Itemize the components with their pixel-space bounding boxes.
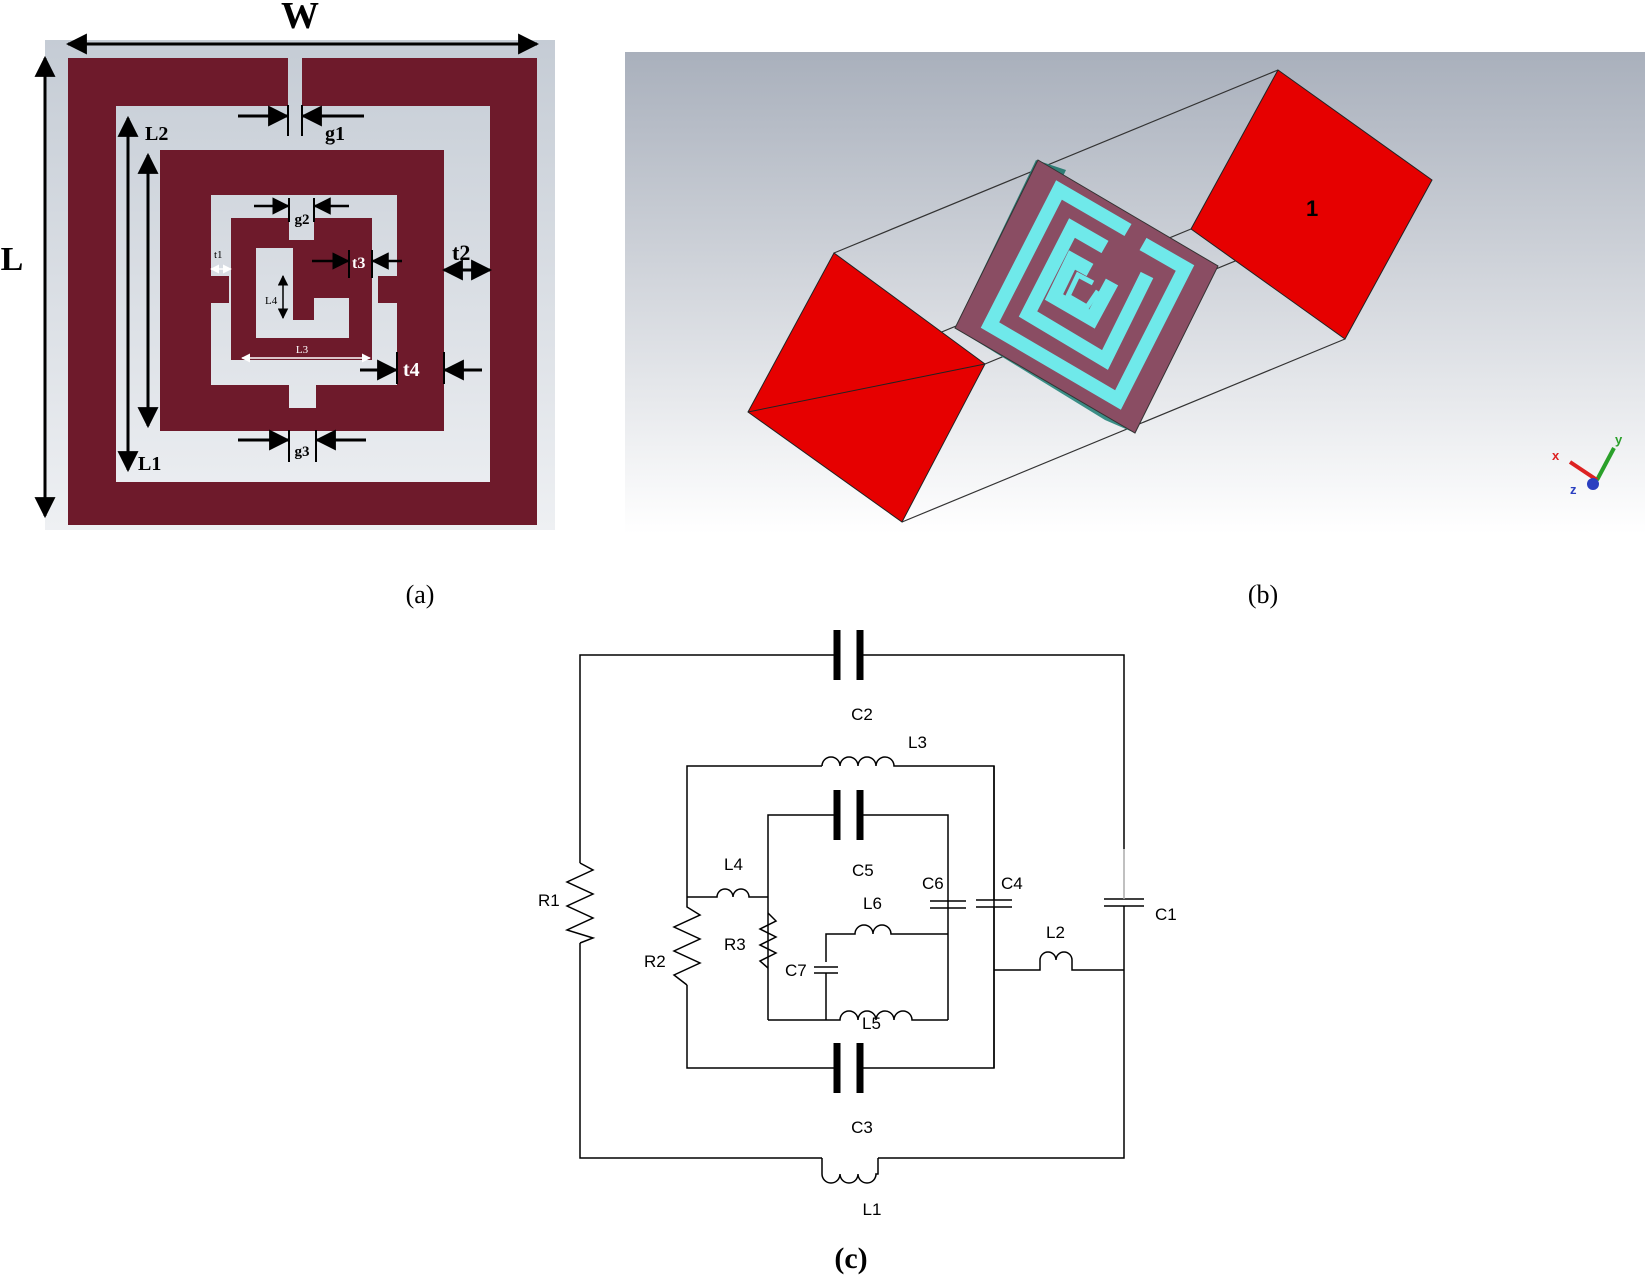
dim-label-t3: t3: [352, 255, 365, 272]
axis-triad: y x z: [1552, 432, 1623, 497]
label-c3: C3: [851, 1118, 873, 1137]
label-l3: L3: [908, 733, 927, 752]
wire-outer-top-left: [579, 654, 821, 863]
dim-label-g1: g1: [325, 123, 345, 145]
inductor-l4: [687, 888, 768, 898]
circuit-labels: C2 L3 C5 L4 C6 C4 L6 R1 R2 R3 C7 L5 L2 C…: [538, 705, 1177, 1219]
resistor-r2: [672, 897, 702, 986]
x-axis-line: [1568, 460, 1599, 482]
dim-label-t1: t1: [214, 249, 223, 261]
dim-label-g3: g3: [295, 444, 310, 460]
label-c6: C6: [922, 874, 944, 893]
label-r3: R3: [724, 935, 746, 954]
port-right: [1190, 69, 1433, 340]
dim-label-t2: t2: [452, 240, 470, 265]
caption-a: (a): [406, 580, 435, 609]
label-c5: C5: [852, 861, 874, 880]
z-axis-dot: [1587, 478, 1599, 490]
wire-outer-top-right: [876, 654, 1125, 849]
caption-b: (b): [1248, 580, 1278, 609]
inner-slot-pattern: [1064, 271, 1101, 311]
panel-a-unit-cell: W L L2 L1 g1 g2 g3 t1 t2 t3 t4 L3 L4 (a): [1, 0, 555, 609]
dim-label-w: W: [281, 0, 319, 37]
wire-inner-left: [767, 814, 822, 1020]
wire-middle-bottom-left: [686, 985, 822, 1069]
dim-label-l3: L3: [296, 344, 309, 356]
inductor-l6: [825, 924, 948, 962]
label-l6: L6: [863, 894, 882, 913]
dim-label-l1: L1: [138, 453, 161, 475]
port-left-edge: [747, 363, 986, 413]
label-l1: L1: [863, 1200, 882, 1219]
resistor-r3: [758, 912, 778, 969]
inductor-l2: [994, 951, 1124, 971]
resistor-r1: [564, 862, 596, 944]
wire-middle-top-left: [686, 765, 822, 897]
dim-label-g2: g2: [295, 212, 310, 228]
label-c1: C1: [1155, 905, 1177, 924]
slot-pattern: [980, 180, 1195, 410]
x-axis-label: x: [1552, 448, 1560, 463]
label-r2: R2: [644, 952, 666, 971]
patch-face: [954, 159, 1219, 434]
dim-label-l: L: [1, 241, 24, 278]
dim-label-t4: t4: [403, 359, 420, 381]
label-c4: C4: [1001, 874, 1023, 893]
label-r1: R1: [538, 891, 560, 910]
y-axis-line: [1595, 447, 1616, 481]
wire-outer-bottom-left: [579, 943, 822, 1159]
label-l2: L2: [1046, 923, 1065, 942]
wire-outer-bottom-right: [878, 910, 1125, 1159]
label-l4: L4: [724, 855, 743, 874]
port-number-label: 1: [1306, 196, 1318, 221]
panel-c-equivalent-circuit: [564, 630, 1144, 1184]
wire-middle-bottom-right: [878, 897, 995, 1069]
panel-b-simulation-setup: 1 y x z (b): [625, 52, 1645, 609]
wire-inner-right: [876, 814, 949, 1020]
dim-label-l2: L2: [145, 123, 168, 145]
inductor-l5: [768, 1010, 948, 1021]
y-axis-label: y: [1615, 432, 1623, 447]
label-c7: C7: [785, 961, 807, 980]
dim-label-l4: L4: [265, 295, 278, 307]
label-l5: L5: [862, 1014, 881, 1033]
z-axis-label: z: [1570, 482, 1577, 497]
inductor-l3: [821, 756, 995, 897]
label-c2: C2: [851, 705, 873, 724]
caption-c: (c): [834, 1242, 867, 1275]
second-ring: [160, 150, 444, 431]
inductor-l1: [821, 1158, 879, 1184]
outer-ring: [68, 58, 537, 525]
